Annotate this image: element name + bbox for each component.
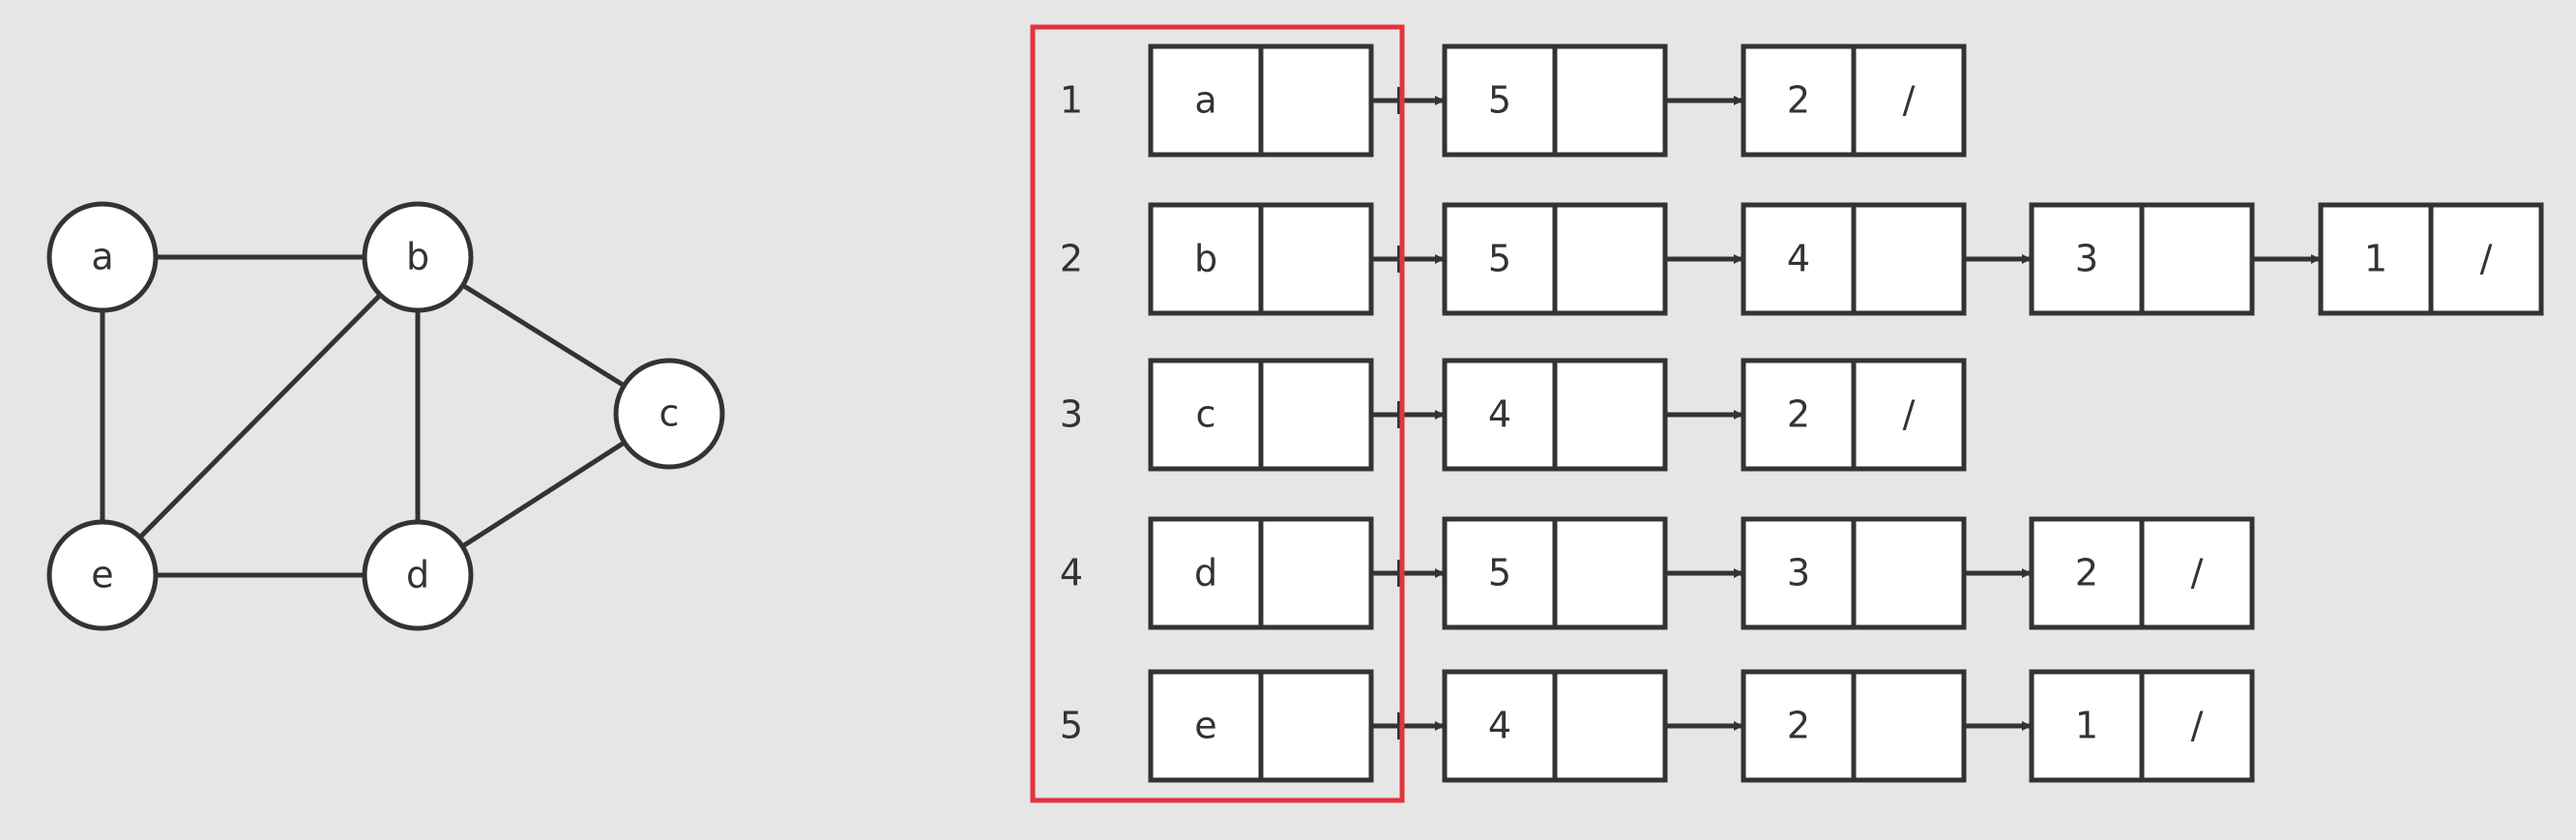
neighbor-index: 3 (2075, 238, 2098, 280)
row-index: 1 (1060, 79, 1083, 122)
neighbor-index: 4 (1488, 705, 1511, 747)
vertex-label: b (1194, 238, 1217, 280)
row-index: 4 (1060, 552, 1083, 594)
neighbor-index: 5 (1488, 552, 1511, 594)
vertex-table-highlight (1030, 24, 1405, 803)
neighbor-index: 2 (1787, 393, 1810, 436)
edge-d-c (460, 440, 627, 549)
row-index: 5 (1060, 705, 1083, 747)
neighbor-index: 1 (2364, 238, 2387, 280)
graph-edges (100, 254, 627, 578)
list-node: 5 (1442, 43, 1668, 158)
neighbor-index: 4 (1787, 238, 1810, 280)
node-circle (613, 358, 725, 470)
node-circle (362, 201, 474, 313)
row-index: 2 (1060, 238, 1083, 280)
neighbor-index: 2 (2075, 552, 2098, 594)
list-node: 3 (1741, 516, 1967, 630)
neighbor-index: 2 (1787, 79, 1810, 122)
graph-node-b: b (362, 201, 474, 313)
vertex-label: e (1194, 705, 1216, 747)
node-circle (46, 519, 159, 631)
list-node: 4 (1442, 358, 1668, 472)
null-pointer: / (1903, 393, 1916, 436)
node-circle (362, 519, 474, 631)
neighbor-index: 2 (1787, 705, 1810, 747)
neighbor-index: 5 (1488, 238, 1511, 280)
list-node: 1/ (2318, 202, 2544, 316)
neighbor-index: 3 (1787, 552, 1810, 594)
list-node: 3 (2029, 202, 2255, 316)
neighbor-index: 4 (1488, 393, 1511, 436)
row-index: 3 (1060, 393, 1083, 436)
list-node: 4 (1741, 202, 1967, 316)
edge-b-e (137, 293, 383, 539)
null-pointer: / (1903, 79, 1916, 122)
list-node: 2/ (1741, 358, 1967, 472)
node-label: b (406, 236, 429, 278)
edge-b-c (461, 282, 626, 389)
neighbor-index: 5 (1488, 79, 1511, 122)
list-node: 2/ (2029, 516, 2255, 630)
undirected-graph: a b c d e (46, 201, 725, 631)
graph-node-d: d (362, 519, 474, 631)
null-pointer: / (2191, 552, 2204, 594)
node-label: a (91, 236, 113, 278)
null-pointer: / (2480, 238, 2493, 280)
vertex-label: a (1194, 79, 1216, 122)
node-label: e (91, 554, 113, 596)
list-node: 5 (1442, 516, 1668, 630)
list-node: 5 (1442, 202, 1668, 316)
vertex-label: c (1196, 393, 1216, 436)
list-node: 1/ (2029, 669, 2255, 783)
node-label: c (659, 392, 680, 435)
null-pointer: / (2191, 705, 2204, 747)
vertex-head-node: d (1148, 516, 1374, 630)
node-circle (46, 201, 159, 313)
vertex-label: d (1194, 552, 1217, 594)
graph-nodes: a b c d e (46, 201, 725, 631)
node-label: d (406, 554, 429, 596)
vertex-head-node: b (1148, 202, 1374, 316)
vertex-head-node: a (1148, 43, 1374, 158)
list-node: 2 (1741, 669, 1967, 783)
neighbor-index: 1 (2075, 705, 2098, 747)
list-node: 2/ (1741, 43, 1967, 158)
vertex-head-node: c (1148, 358, 1374, 472)
graph-node-a: a (46, 201, 159, 313)
graph-node-e: e (46, 519, 159, 631)
vertex-head-node: e (1148, 669, 1374, 783)
list-node: 4 (1442, 669, 1668, 783)
graph-node-c: c (613, 358, 725, 470)
